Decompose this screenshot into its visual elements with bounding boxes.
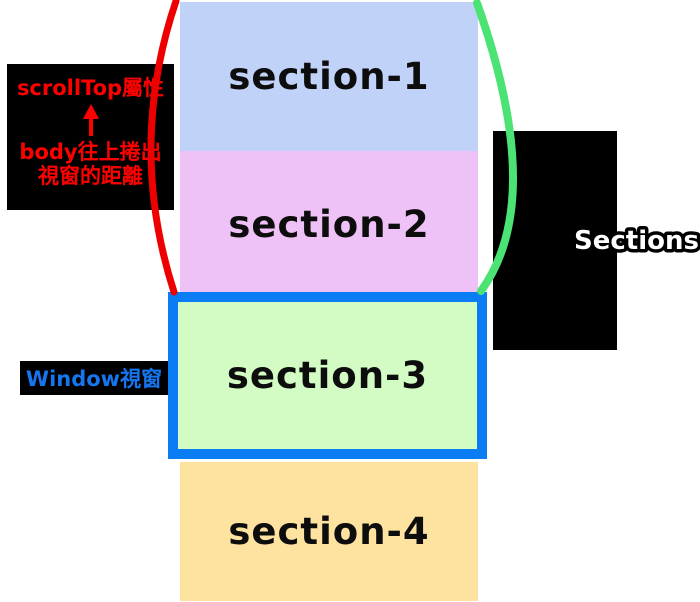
sections-note-box [493, 131, 617, 350]
scrolltop-note-title: scrollTop屬性 [16, 76, 165, 100]
section-2-label: section-2 [228, 202, 430, 246]
section-4-block: section-4 [180, 462, 478, 601]
up-arrow-icon [81, 102, 101, 138]
window-note-box: Window視窗 [20, 361, 168, 395]
scrolltop-note-box: scrollTop屬性 body往上捲出 視窗的距離 [7, 64, 174, 210]
section-1-block: section-1 [180, 2, 478, 151]
scrolltop-note-desc-2: 視窗的距離 [38, 164, 143, 188]
section-2-block: section-2 [180, 151, 478, 297]
window-note-label: Window視窗 [25, 367, 163, 391]
section-4-label: section-4 [228, 510, 430, 553]
scrolltop-note-desc-1: body往上捲出 [19, 140, 162, 164]
window-viewport-box: section-3 [168, 292, 487, 459]
section-1-label: section-1 [228, 55, 430, 98]
section-3-label: section-3 [226, 354, 429, 397]
